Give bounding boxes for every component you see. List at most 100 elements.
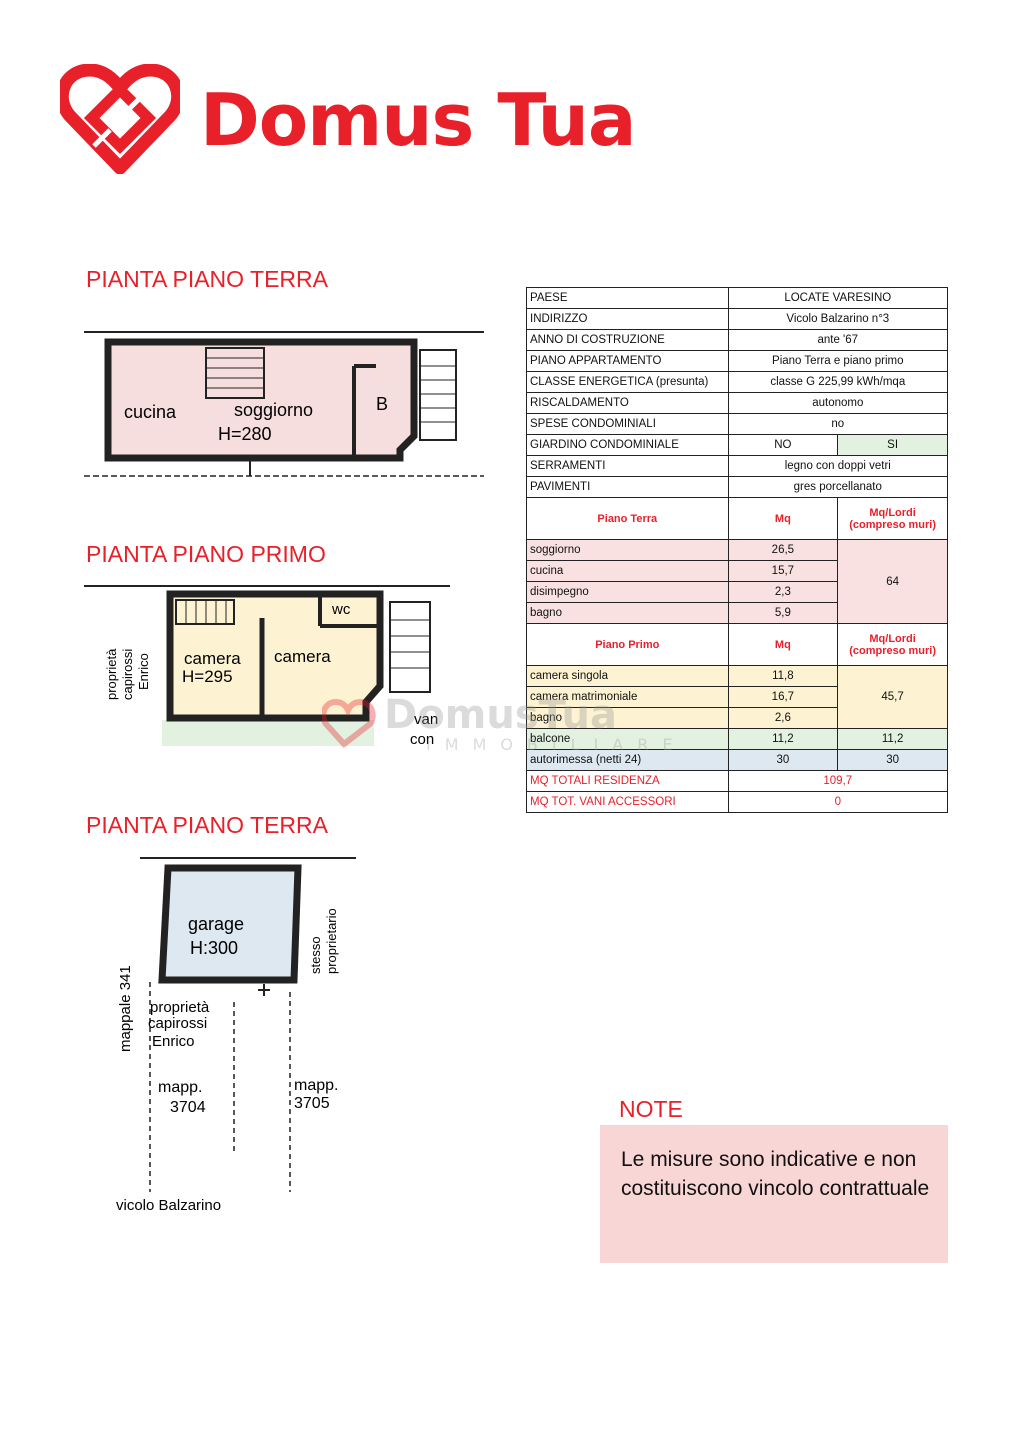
first-floor-plan: camera camera H=295 wc proprietà capiros… xyxy=(84,582,450,752)
header-lordi: Mq/Lordi xyxy=(869,506,916,519)
giardino-si: SI xyxy=(837,434,948,456)
cucina-label: cucina xyxy=(124,402,177,422)
note-box: Le misure sono indicative e non costitui… xyxy=(600,1125,948,1263)
header-compreso: (compreso muri) xyxy=(849,644,936,657)
room-name: camera singola xyxy=(526,665,729,687)
total-value: 109,7 xyxy=(727,770,949,792)
room-mq: 2,3 xyxy=(727,581,839,603)
info-value: autonomo xyxy=(727,392,949,414)
room-mq: 30 xyxy=(727,749,839,771)
ground-floor-title: PIANTA PIANO TERRA xyxy=(86,266,328,292)
info-value: classe G 225,99 kWh/mqa xyxy=(727,371,949,393)
info-label: SERRAMENTI xyxy=(526,455,729,477)
note-text: Le misure sono indicative e non costitui… xyxy=(621,1148,930,1200)
room-mq: 2,6 xyxy=(727,707,839,729)
soggiorno-label: soggiorno xyxy=(234,400,313,420)
stesso-label: stesso xyxy=(308,936,323,974)
room-mq: 26,5 xyxy=(727,539,839,561)
info-label: ANNO DI COSTRUZIONE xyxy=(526,329,729,351)
header-cell: Mq xyxy=(727,497,839,540)
enrico-label: Enrico xyxy=(136,653,151,690)
room-name: bagno xyxy=(526,602,729,624)
info-row: CLASSE ENERGETICA (presunta)classe G 225… xyxy=(526,371,949,393)
room-name: soggiorno xyxy=(526,539,729,561)
mapp-3704-label: mapp. xyxy=(158,1079,202,1096)
room-mq: 11,2 xyxy=(727,728,839,750)
room-name: balcone xyxy=(526,728,729,750)
total-value: 0 xyxy=(727,791,949,813)
garage-label: garage xyxy=(188,914,244,934)
info-value: Vicolo Balzarino n°3 xyxy=(727,308,949,330)
domus-tua-logo-icon xyxy=(60,64,180,174)
room-lordi-total: 64 xyxy=(837,539,948,624)
mapp-3704-number: 3704 xyxy=(170,1099,206,1116)
mappale-label: mappale 341 xyxy=(117,965,134,1052)
con-label: con xyxy=(410,731,434,748)
first-floor-title: PIANTA PIANO PRIMO xyxy=(86,541,326,567)
brand-name: Domus Tua xyxy=(200,78,636,162)
room-lordi-total: 45,7 xyxy=(837,665,948,729)
garage-proprieta-label: proprietà xyxy=(150,999,210,1016)
room-name: disimpegno xyxy=(526,581,729,603)
room-mq: 16,7 xyxy=(727,686,839,708)
header-lordi: Mq/Lordi xyxy=(869,632,916,645)
room-name: camera matrimoniale xyxy=(526,686,729,708)
info-value: Piano Terra e piano primo xyxy=(727,350,949,372)
ground-floor-plan: cucina soggiorno H=280 B xyxy=(84,326,484,482)
room-lordi: 30 xyxy=(837,749,948,771)
header-cell: Mq/Lordi(compreso muri) xyxy=(837,623,948,666)
garage-floor-title: PIANTA PIANO TERRA xyxy=(86,812,328,838)
room-mq: 15,7 xyxy=(727,560,839,582)
ground-height-label: H=280 xyxy=(218,424,272,444)
room-name: cucina xyxy=(526,560,729,582)
mapp-3705-number: 3705 xyxy=(294,1095,330,1112)
garage-plan: garage H:300 proprietà capirossi Enrico … xyxy=(110,852,358,1222)
header-cell: Mq/Lordi(compreso muri) xyxy=(837,497,948,540)
info-value: ante '67 xyxy=(727,329,949,351)
header-cell: Mq xyxy=(727,623,839,666)
info-value: legno con doppi vetri xyxy=(727,455,949,477)
garage-capirossi-label: capirossi xyxy=(148,1015,207,1032)
proprietario-label: proprietario xyxy=(324,908,339,974)
info-label: PIANO APPARTAMENTO xyxy=(526,350,729,372)
info-label: SPESE CONDOMINIALI xyxy=(526,413,729,435)
header-cell: Piano Primo xyxy=(526,623,729,666)
garage-enrico-label: Enrico xyxy=(152,1033,195,1050)
note-title: NOTE xyxy=(619,1096,683,1122)
header-compreso: (compreso muri) xyxy=(849,518,936,531)
camera-matrimoniale-label: camera xyxy=(274,647,331,666)
proprieta-label: proprietà xyxy=(104,648,119,700)
info-label: PAVIMENTI xyxy=(526,476,729,498)
capirossi-label: capirossi xyxy=(120,649,135,700)
info-value: gres porcellanato xyxy=(727,476,949,498)
wc-label: wc xyxy=(331,601,351,618)
total-label: MQ TOTALI RESIDENZA xyxy=(526,770,729,792)
garage-height-label: H:300 xyxy=(190,938,238,958)
b-label: B xyxy=(376,394,388,414)
vicolo-label: vicolo Balzarino xyxy=(116,1197,221,1214)
info-label: CLASSE ENERGETICA (presunta) xyxy=(526,371,729,393)
camera-singola-label: camera xyxy=(184,649,241,668)
van-label: van xyxy=(414,711,438,728)
room-mq: 5,9 xyxy=(727,602,839,624)
room-name: bagno xyxy=(526,707,729,729)
info-label: INDIRIZZO xyxy=(526,308,729,330)
total-label: MQ TOT. VANI ACCESSORI xyxy=(526,791,729,813)
room-lordi: 11,2 xyxy=(837,728,948,750)
